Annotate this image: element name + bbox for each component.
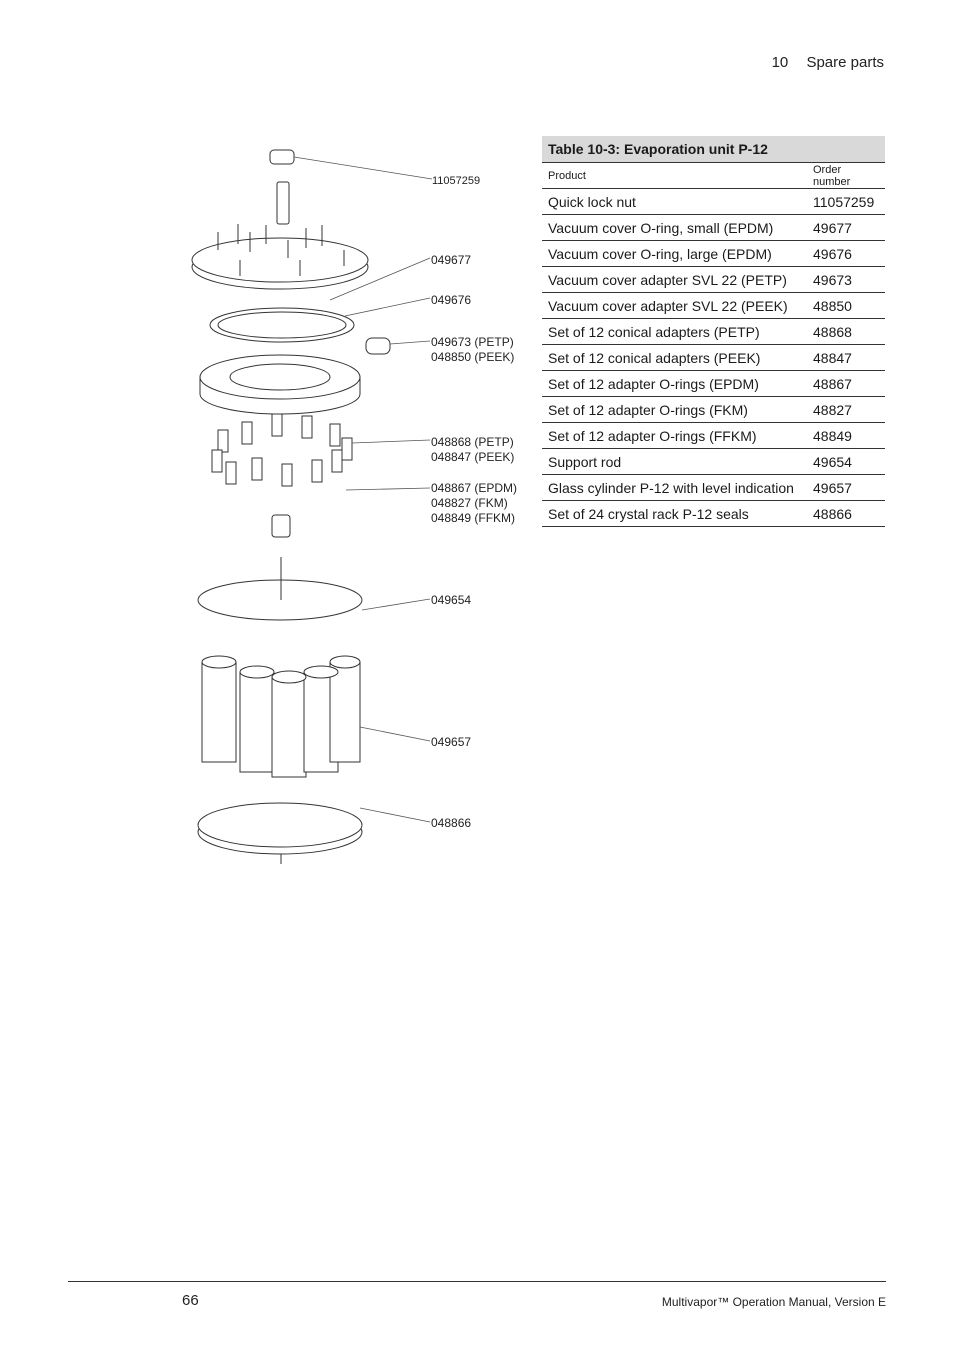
- vacuum-cover-adapter: [365, 337, 391, 355]
- order-number-cell: 11057259: [807, 188, 885, 215]
- label-oring-fkm: 048827 (FKM): [431, 496, 508, 510]
- document-title: Multivapor™ Operation Manual, Version E: [661, 1295, 886, 1309]
- running-header: 10 Spare parts: [772, 54, 884, 71]
- product-cell: Vacuum cover adapter SVL 22 (PEEK): [542, 292, 807, 319]
- column-header-order-number: Order number: [807, 162, 885, 189]
- page-number: 66: [182, 1292, 199, 1309]
- table-row: Set of 12 adapter O-rings (EPDM)48867: [542, 370, 885, 397]
- product-cell: Set of 12 adapter O-rings (EPDM): [542, 370, 807, 397]
- order-number-cell: 49673: [807, 266, 885, 293]
- product-cell: Set of 12 adapter O-rings (FKM): [542, 396, 807, 423]
- label-nut: 11057259: [432, 175, 480, 187]
- label-support-rod: 049654: [431, 593, 471, 607]
- order-number-cell: 49657: [807, 474, 885, 501]
- table-row: Set of 12 conical adapters (PETP)48868: [542, 318, 885, 345]
- cover-screws: [217, 224, 345, 276]
- order-number-cell: 48850: [807, 292, 885, 319]
- product-cell: Glass cylinder P-12 with level indicatio…: [542, 474, 807, 501]
- bolt: [276, 181, 290, 225]
- product-cell: Vacuum cover O-ring, large (EPDM): [542, 240, 807, 267]
- order-number-cell: 49654: [807, 448, 885, 475]
- label-oring-large: 049676: [431, 293, 471, 307]
- leader-lines: [293, 156, 433, 823]
- table-row: Set of 12 conical adapters (PEEK)48847: [542, 344, 885, 371]
- support-rod-plate: [197, 579, 363, 621]
- table-row: Vacuum cover O-ring, large (EPDM)49676: [542, 240, 885, 267]
- table-row: Vacuum cover adapter SVL 22 (PEEK)48850: [542, 292, 885, 319]
- product-cell: Vacuum cover adapter SVL 22 (PETP): [542, 266, 807, 293]
- product-cell: Set of 12 adapter O-rings (FFKM): [542, 422, 807, 449]
- product-cell: Quick lock nut: [542, 188, 807, 215]
- footer-rule: [68, 1281, 886, 1282]
- table-row: Vacuum cover O-ring, small (EPDM)49677: [542, 214, 885, 241]
- order-number-cell: 48867: [807, 370, 885, 397]
- oring-small: [217, 311, 347, 339]
- glass-cylinders: [201, 655, 361, 778]
- table-row: Set of 12 adapter O-rings (FFKM)48849: [542, 422, 885, 449]
- label-oring-ffkm: 048849 (FFKM): [431, 511, 515, 525]
- label-conical-petp: 048868 (PETP): [431, 435, 514, 449]
- product-cell: Set of 12 conical adapters (PEEK): [542, 344, 807, 371]
- label-glass-cylinder: 049657: [431, 735, 471, 749]
- label-oring-small: 049677: [431, 253, 471, 267]
- rod-nut: [271, 514, 291, 538]
- exploded-view-drawing: 11057259 049677 049676 049673 (PETP) 048…: [191, 149, 517, 864]
- product-cell: Set of 24 crystal rack P-12 seals: [542, 500, 807, 527]
- table-title: Table 10-3: Evaporation unit P-12: [542, 136, 885, 163]
- product-cell: Support rod: [542, 448, 807, 475]
- label-adapter-petp: 049673 (PETP): [431, 335, 514, 349]
- order-number-cell: 48866: [807, 500, 885, 527]
- order-number-cell: 48849: [807, 422, 885, 449]
- label-rack-seals: 048866: [431, 816, 471, 830]
- label-oring-epdm: 048867 (EPDM): [431, 481, 517, 495]
- chapter-number: 10: [771, 54, 789, 71]
- order-number-cell: 48868: [807, 318, 885, 345]
- label-adapter-peek: 048850 (PEEK): [431, 350, 514, 364]
- conical-adapters: [211, 413, 353, 487]
- table-row: Vacuum cover adapter SVL 22 (PETP)49673: [542, 266, 885, 293]
- label-conical-peek: 048847 (PEEK): [431, 450, 514, 464]
- product-cell: Vacuum cover O-ring, small (EPDM): [542, 214, 807, 241]
- order-number-cell: 48827: [807, 396, 885, 423]
- order-number-cell: 49677: [807, 214, 885, 241]
- spare-parts-table: Table 10-3: Evaporation unit P-12 Produc…: [542, 136, 885, 527]
- table-row: Set of 12 adapter O-rings (FKM)48827: [542, 396, 885, 423]
- order-number-cell: 48847: [807, 344, 885, 371]
- table-row: Glass cylinder P-12 with level indicatio…: [542, 474, 885, 501]
- column-header-product: Product: [542, 162, 807, 189]
- order-number-cell: 49676: [807, 240, 885, 267]
- product-cell: Set of 12 conical adapters (PETP): [542, 318, 807, 345]
- quick-lock-nut: [269, 149, 295, 165]
- chapter-title: Spare parts: [806, 54, 884, 71]
- vacuum-cover-plate-top: [191, 237, 369, 283]
